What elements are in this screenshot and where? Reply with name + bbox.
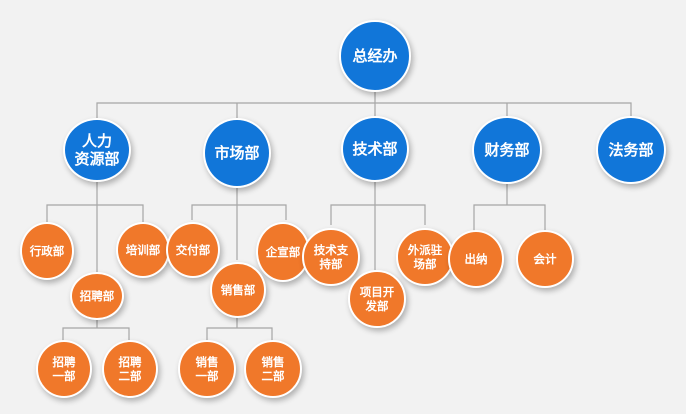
node-label: 外派驻 场部	[407, 243, 443, 271]
node-finance[interactable]: 财务部	[472, 116, 542, 184]
node-label: 招聘 一部	[52, 355, 76, 383]
node-admin[interactable]: 行政部	[20, 222, 74, 280]
node-recruit[interactable]: 招聘部	[70, 272, 124, 320]
node-sales-2[interactable]: 销售 二部	[244, 340, 302, 398]
node-label: 行政部	[29, 244, 65, 258]
node-label: 技术部	[352, 140, 398, 158]
node-accounting[interactable]: 会计	[516, 230, 574, 288]
node-general-office[interactable]: 总经办	[339, 20, 411, 92]
node-label: 项目开 发部	[359, 285, 395, 313]
node-label: 总经办	[352, 47, 398, 65]
node-sales-1[interactable]: 销售 一部	[178, 340, 236, 398]
node-delivery[interactable]: 交付部	[166, 222, 220, 278]
node-label: 招聘部	[79, 289, 115, 303]
connector-market	[191, 188, 287, 260]
node-recruit-2[interactable]: 招聘 二部	[102, 340, 158, 398]
node-label: 出纳	[464, 252, 488, 266]
node-label: 招聘 二部	[118, 355, 142, 383]
node-label: 会计	[533, 252, 557, 266]
node-market[interactable]: 市场部	[203, 118, 271, 188]
node-label: 技术支 持部	[313, 243, 349, 271]
node-training[interactable]: 培训部	[116, 222, 170, 278]
node-label: 培训部	[125, 243, 161, 257]
connector-hr	[46, 178, 144, 275]
connector-finance	[473, 182, 546, 232]
node-label: 法务部	[608, 141, 654, 159]
node-legal[interactable]: 法务部	[596, 116, 666, 184]
connector-sales	[206, 316, 273, 342]
node-label: 市场部	[214, 144, 260, 162]
connector-root	[96, 92, 632, 118]
node-project-dev[interactable]: 项目开 发部	[348, 270, 406, 328]
node-label: 销售 一部	[195, 355, 219, 383]
node-label: 企宣部	[265, 245, 301, 259]
node-label: 销售 二部	[261, 355, 285, 383]
node-label: 财务部	[484, 141, 530, 159]
node-hr[interactable]: 人力 资源部	[63, 118, 131, 182]
node-sales[interactable]: 销售部	[210, 262, 266, 318]
connector-tech	[330, 180, 426, 270]
node-cashier[interactable]: 出纳	[448, 230, 504, 288]
node-label: 交付部	[175, 243, 211, 257]
node-recruit-1[interactable]: 招聘 一部	[36, 340, 92, 398]
connector-recruit	[62, 318, 130, 342]
node-outsource[interactable]: 外派驻 场部	[396, 228, 454, 286]
node-tech[interactable]: 技术部	[341, 116, 409, 182]
node-label: 销售部	[220, 283, 256, 297]
node-label: 人力 资源部	[74, 132, 120, 168]
node-tech-support[interactable]: 技术支 持部	[302, 228, 360, 286]
